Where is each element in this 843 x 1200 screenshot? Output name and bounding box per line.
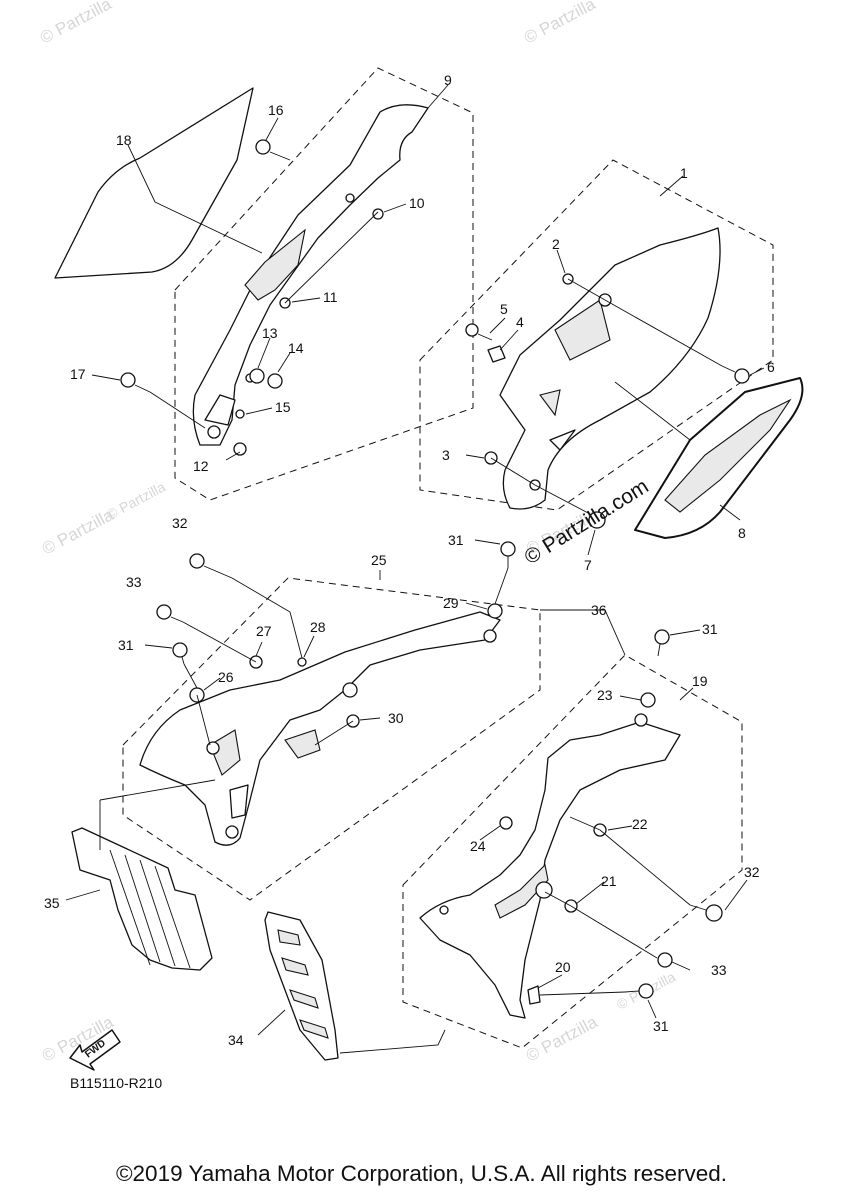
callout-31-b: 31 <box>118 637 134 653</box>
group-outline-9 <box>174 67 474 501</box>
radiator-louver-34 <box>264 911 339 1061</box>
callout-17: 17 <box>70 366 86 382</box>
callout-8: 8 <box>738 525 746 541</box>
callout-31-d: 31 <box>653 1018 669 1034</box>
callout-22: 22 <box>632 816 648 832</box>
callout-3: 3 <box>442 447 450 463</box>
leader-36 <box>540 609 626 656</box>
diagram-code: B115110-R210 <box>70 1075 163 1091</box>
decal-8-graphic <box>664 398 792 513</box>
radiator-guard-35 <box>71 827 213 971</box>
callout-11: 11 <box>323 289 338 305</box>
fasteners-upper <box>120 139 750 529</box>
watermark-bottom-right: © Partzilla <box>523 1012 601 1066</box>
callout-18: 18 <box>116 132 132 148</box>
copyright-notice: ©2019 Yamaha Motor Corporation, U.S.A. A… <box>115 1161 728 1186</box>
callout-32-a: 32 <box>172 515 188 531</box>
callout-30: 30 <box>388 710 404 726</box>
callout-13: 13 <box>262 325 278 341</box>
watermark-top-left: © Partzilla <box>37 0 115 48</box>
fasteners-middle <box>156 541 516 728</box>
side-cover-1 <box>499 227 721 510</box>
callout-32-b: 32 <box>744 864 760 880</box>
callout-29: 29 <box>443 595 459 611</box>
callout-35: 35 <box>44 895 60 911</box>
leader-lines <box>65 84 765 1036</box>
callout-24: 24 <box>470 838 486 854</box>
callout-31-a: 31 <box>448 532 464 548</box>
callout-1: 1 <box>680 165 688 181</box>
callout-28: 28 <box>310 619 326 635</box>
callout-10: 10 <box>409 195 425 211</box>
callout-15: 15 <box>275 399 291 415</box>
callout-26: 26 <box>218 669 234 685</box>
group-outline-1 <box>419 159 774 511</box>
callout-12: 12 <box>193 458 209 474</box>
side-cover-9 <box>192 104 429 446</box>
callout-labels: 1 2 3 4 5 6 7 8 9 10 11 12 13 14 15 16 1… <box>44 72 775 1048</box>
shroud-19 <box>419 713 681 1019</box>
callout-27: 27 <box>256 623 272 639</box>
callout-19: 19 <box>692 673 708 689</box>
group-outline-25 <box>122 577 541 901</box>
callout-33-b: 33 <box>711 962 727 978</box>
watermark-top-right: © Partzilla <box>521 0 599 48</box>
callout-23: 23 <box>597 687 613 703</box>
decal-18 <box>54 87 254 279</box>
callout-36: 36 <box>591 602 607 618</box>
callout-16: 16 <box>268 102 284 118</box>
callout-5: 5 <box>500 301 508 317</box>
callout-6: 6 <box>767 359 775 375</box>
fasteners-lower-right <box>499 629 723 1005</box>
leader-34-link <box>339 1029 446 1054</box>
group-outline-19 <box>402 654 743 1049</box>
callout-31-c: 31 <box>702 621 718 637</box>
watermark-small-left: © Partzilla <box>104 478 168 522</box>
callout-7: 7 <box>584 557 592 573</box>
callout-33-a: 33 <box>126 574 142 590</box>
callout-25: 25 <box>371 552 387 568</box>
callout-20: 20 <box>555 959 571 975</box>
callout-2: 2 <box>552 236 560 252</box>
callout-21: 21 <box>601 873 617 889</box>
callout-34: 34 <box>228 1032 244 1048</box>
callout-4: 4 <box>516 314 524 330</box>
callout-14: 14 <box>288 340 304 356</box>
callout-9: 9 <box>444 72 452 88</box>
shroud-frame-25 <box>139 611 501 846</box>
